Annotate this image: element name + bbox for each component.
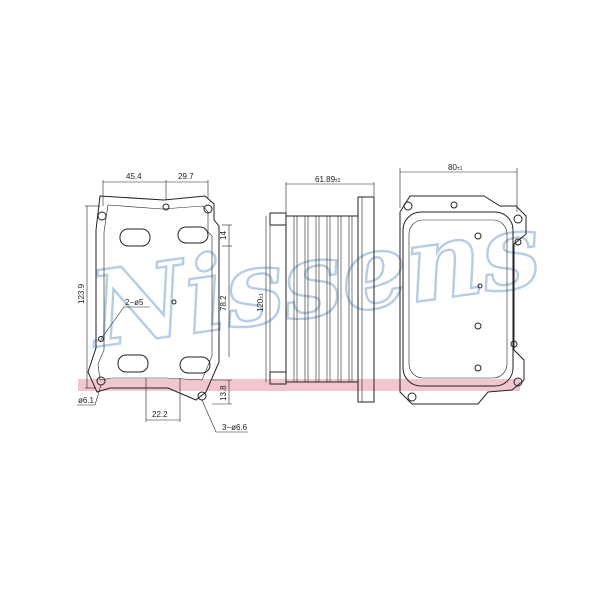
back-hole-right-low [510, 340, 518, 348]
back-hole-lower-right [474, 364, 482, 372]
hole-label-d6-1: ø6.1 [78, 396, 95, 405]
front-dim-top: 45.4 29.7 [102, 172, 209, 206]
front-top-right-slot [177, 226, 209, 244]
side-fins [293, 216, 353, 382]
dim-label-78-2: 78.2 [219, 295, 228, 311]
front-hole-mid-small [171, 299, 177, 305]
dim-label-22-2: 22.2 [152, 410, 168, 419]
back-hole-top-right [513, 214, 523, 224]
front-view: 45.4 29.7 123.9 14 78.2 13.8 [77, 172, 248, 433]
front-bottom-left-slot [117, 354, 149, 373]
back-hole-bottom-right [513, 377, 523, 387]
dim-label-61-89: 61.89±2 [315, 175, 341, 184]
front-hole-top-left [97, 211, 107, 221]
front-hole-top-mid [162, 203, 170, 211]
hole-label-2-d5: 2−ø5 [125, 298, 144, 307]
front-hole-bottom-right [197, 391, 207, 401]
back-hole-top-mid [450, 201, 458, 209]
front-hole-top-right [203, 204, 213, 214]
side-stub-top [269, 212, 287, 226]
back-hole-center-a [477, 283, 483, 289]
front-bottom-right-slot [179, 356, 211, 374]
dim-label-29-7: 29.7 [178, 172, 194, 181]
watermark: Nissens [78, 186, 549, 391]
front-leaders: 2−ø5 ø6.1 3−ø6.6 [77, 298, 248, 433]
back-hole-bottom-left [407, 392, 417, 402]
front-dim-height: 123.9 [77, 205, 100, 389]
side-view: 61.89±2 120±1 [256, 175, 375, 403]
dim-label-80: 80±1 [448, 163, 463, 172]
front-dim-bottom: 22.2 [145, 378, 181, 422]
side-stub-bottom [269, 371, 287, 385]
side-dim-height: 120±1 [256, 216, 267, 382]
dim-label-45-4: 45.4 [126, 172, 142, 181]
back-hole-upper-center [474, 232, 482, 240]
front-dim-right: 14 78.2 13.8 [212, 224, 232, 405]
side-dim-width: 61.89±2 [285, 175, 375, 214]
back-view: 80±1 [399, 163, 527, 405]
dim-label-13-8: 13.8 [219, 385, 228, 401]
back-hole-right-mid [514, 238, 522, 246]
back-view-inner-recess [408, 219, 508, 379]
front-view-inner-outline [97, 204, 213, 381]
dim-label-14: 14 [219, 231, 228, 240]
front-view-outline [87, 195, 220, 401]
side-body [285, 215, 359, 383]
dim-label-123-9: 123.9 [77, 283, 86, 304]
dim-label-120: 120±1 [256, 293, 265, 312]
hole-label-3-d6-6: 3−ø6.6 [222, 423, 248, 432]
back-hole-top-left [403, 201, 413, 211]
back-hole-center-b [474, 322, 482, 330]
watermark-text: Nissens [80, 187, 548, 372]
back-view-outline [399, 195, 527, 405]
front-top-left-slot [119, 228, 151, 247]
back-dim-width: 80±1 [399, 163, 518, 212]
front-hole-left-small [98, 336, 104, 342]
back-view-inner-body [402, 211, 514, 387]
watermark-stripe [78, 379, 520, 391]
